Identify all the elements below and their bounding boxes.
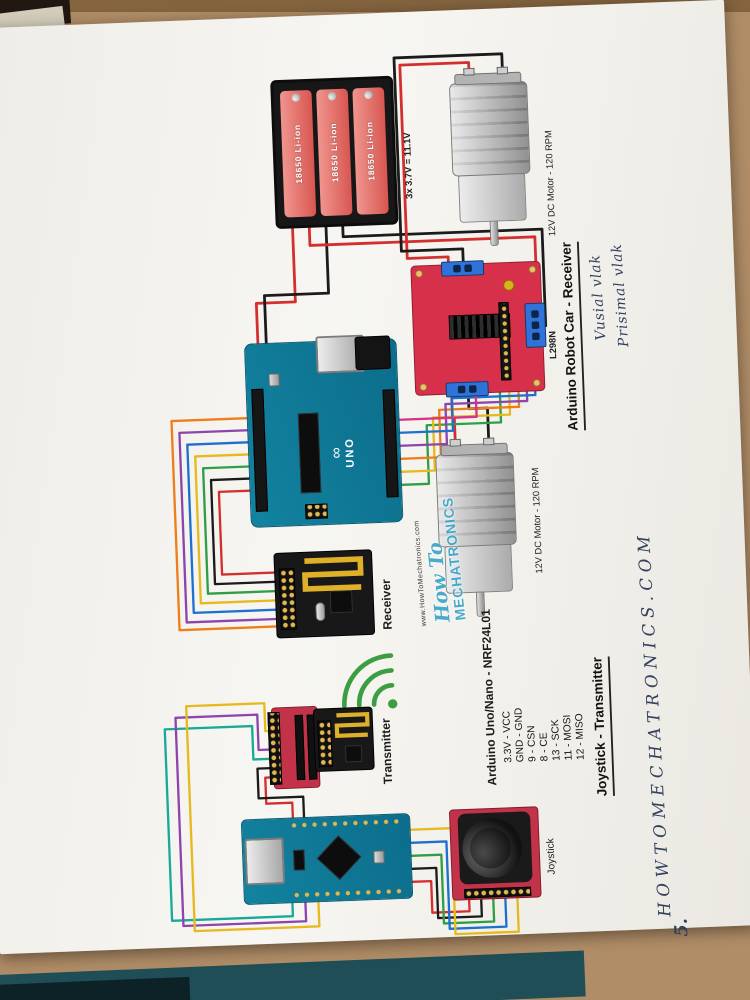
adapter-socket (294, 714, 306, 781)
wire-nano-joystick-red (411, 879, 471, 914)
nrf-pin-header (278, 568, 297, 631)
wire-uno-driver-magenta (395, 391, 478, 422)
mounting-hole (419, 383, 428, 392)
nano-reset-button (373, 850, 385, 864)
battery-cell: 18650 Li-ion (279, 89, 317, 218)
wifi-signal-icon (342, 653, 398, 709)
motor-a-terminal (445, 380, 489, 398)
mounting-hole (415, 269, 423, 278)
atmega-chip (297, 412, 322, 494)
wire-motor1-red (398, 61, 471, 264)
wire-motor1-black (392, 52, 504, 264)
motor-terminal (449, 438, 462, 447)
battery-cell-label: 18650 Li-ion (328, 122, 341, 183)
wire-nano-joystick-yellow (409, 827, 520, 936)
nano-pin-row-right (290, 817, 404, 829)
joystick-board (448, 806, 542, 901)
wire-uno-driver-blue (396, 389, 537, 435)
battery-cell: 18650 Li-ion (352, 87, 389, 215)
wire-nano-joystick-blue (409, 840, 508, 930)
wire-uno-nrf-black (209, 477, 280, 586)
icsp-pins (305, 503, 328, 520)
wire-uno-nrf-orange (170, 416, 282, 632)
nano-regulator (293, 849, 306, 871)
motor-body (448, 80, 531, 177)
motor-terminal (463, 67, 475, 76)
wire-battery-uno-red (254, 222, 297, 365)
power-terminal (524, 302, 547, 348)
motor-b-terminal (440, 260, 485, 277)
wire-nano-joystick-green (410, 853, 496, 925)
wire-uno-nrf-purple (178, 428, 281, 624)
antenna-trace (334, 712, 370, 738)
joystick-label: Joystick (544, 838, 558, 875)
battery-cell: 18650 Li-ion (316, 88, 353, 217)
wire-battery-driver-black (341, 220, 548, 328)
nano-mcu-chip (316, 835, 362, 880)
wire-nano-joystick-black (410, 866, 484, 920)
wire-nano-adapter-teal (163, 724, 295, 922)
battery-cell-tip (364, 90, 373, 100)
arduino-uno-board: ∞ UNO (243, 334, 404, 528)
paper-sheet: 18650 Li-ion 18650 Li-ion 18650 Li-ion 3… (0, 0, 750, 955)
wire-uno-driver-purple (396, 389, 529, 448)
nrf24l01-receiver-module (273, 549, 376, 639)
digital-header (251, 388, 269, 512)
crystal (315, 602, 326, 622)
motor-gearbox (458, 172, 527, 223)
wire-uno-nrf-yellow (194, 453, 281, 605)
motor-terminal (496, 66, 509, 75)
battery-cell-label: 18650 Li-ion (364, 121, 377, 181)
nano-pin-row-left (292, 887, 407, 899)
wire-battery-uno-black (263, 221, 330, 359)
motor-terminal (483, 437, 495, 446)
wire-uno-nrf-green (201, 465, 280, 595)
dc-motor-right (443, 66, 539, 248)
mounting-hole (532, 378, 541, 387)
arduino-nano-board (240, 813, 414, 906)
uno-logo-text: UNO (342, 436, 357, 468)
mounting-hole (528, 265, 537, 274)
transmitter-module-label: Transmitter (378, 718, 395, 785)
wire-uno-nrf-red (217, 489, 280, 576)
wire-nano-adapter-yellow (185, 702, 321, 933)
wire-uno-nrf-blue (186, 441, 281, 615)
diagram-canvas: 18650 Li-ion 18650 Li-ion 18650 Li-ion 3… (0, 14, 711, 970)
reset-button (268, 373, 281, 387)
analog-header (382, 389, 399, 498)
uno-logo: ∞ UNO (327, 424, 357, 481)
antenna-trace (302, 556, 364, 592)
l298n-driver-board (410, 260, 547, 398)
battery-cell-tip (327, 91, 337, 101)
nrf-pin-header (317, 720, 333, 768)
battery-cell-label: 18650 Li-ion (292, 123, 304, 184)
battery-cell-tip (291, 93, 301, 102)
pinout-list: 3.3V - VCC GND - GND 9 - CSN 8 - CE 13 -… (501, 705, 588, 763)
joystick-pin-header (464, 886, 532, 899)
capacitor (503, 279, 515, 292)
power-jack (354, 335, 392, 371)
wire-nano-adapter-red (264, 776, 295, 821)
wiring-svg (163, 52, 548, 936)
mini-usb-connector (244, 837, 286, 886)
adapter-pin-header (267, 711, 283, 785)
wire-nano-adapter-purple (174, 713, 308, 928)
nrf-chip (345, 745, 363, 763)
nrf-chip (329, 590, 353, 614)
pinout-row: GND - GND (512, 707, 527, 763)
wire-uno-driver-green (398, 390, 503, 487)
pinout-row: 12 - MISO (573, 713, 587, 761)
wire-nano-adapter-black (256, 766, 306, 821)
nrf24l01-transmitter-module (312, 706, 375, 773)
motor-shaft (489, 219, 499, 246)
battery-pack: 18650 Li-ion 18650 Li-ion 18650 Li-ion (270, 75, 399, 230)
driver-label: L298N (547, 330, 560, 360)
handwritten-page-number: 5. (670, 917, 693, 938)
receiver-module-label: Receiver (378, 578, 395, 630)
